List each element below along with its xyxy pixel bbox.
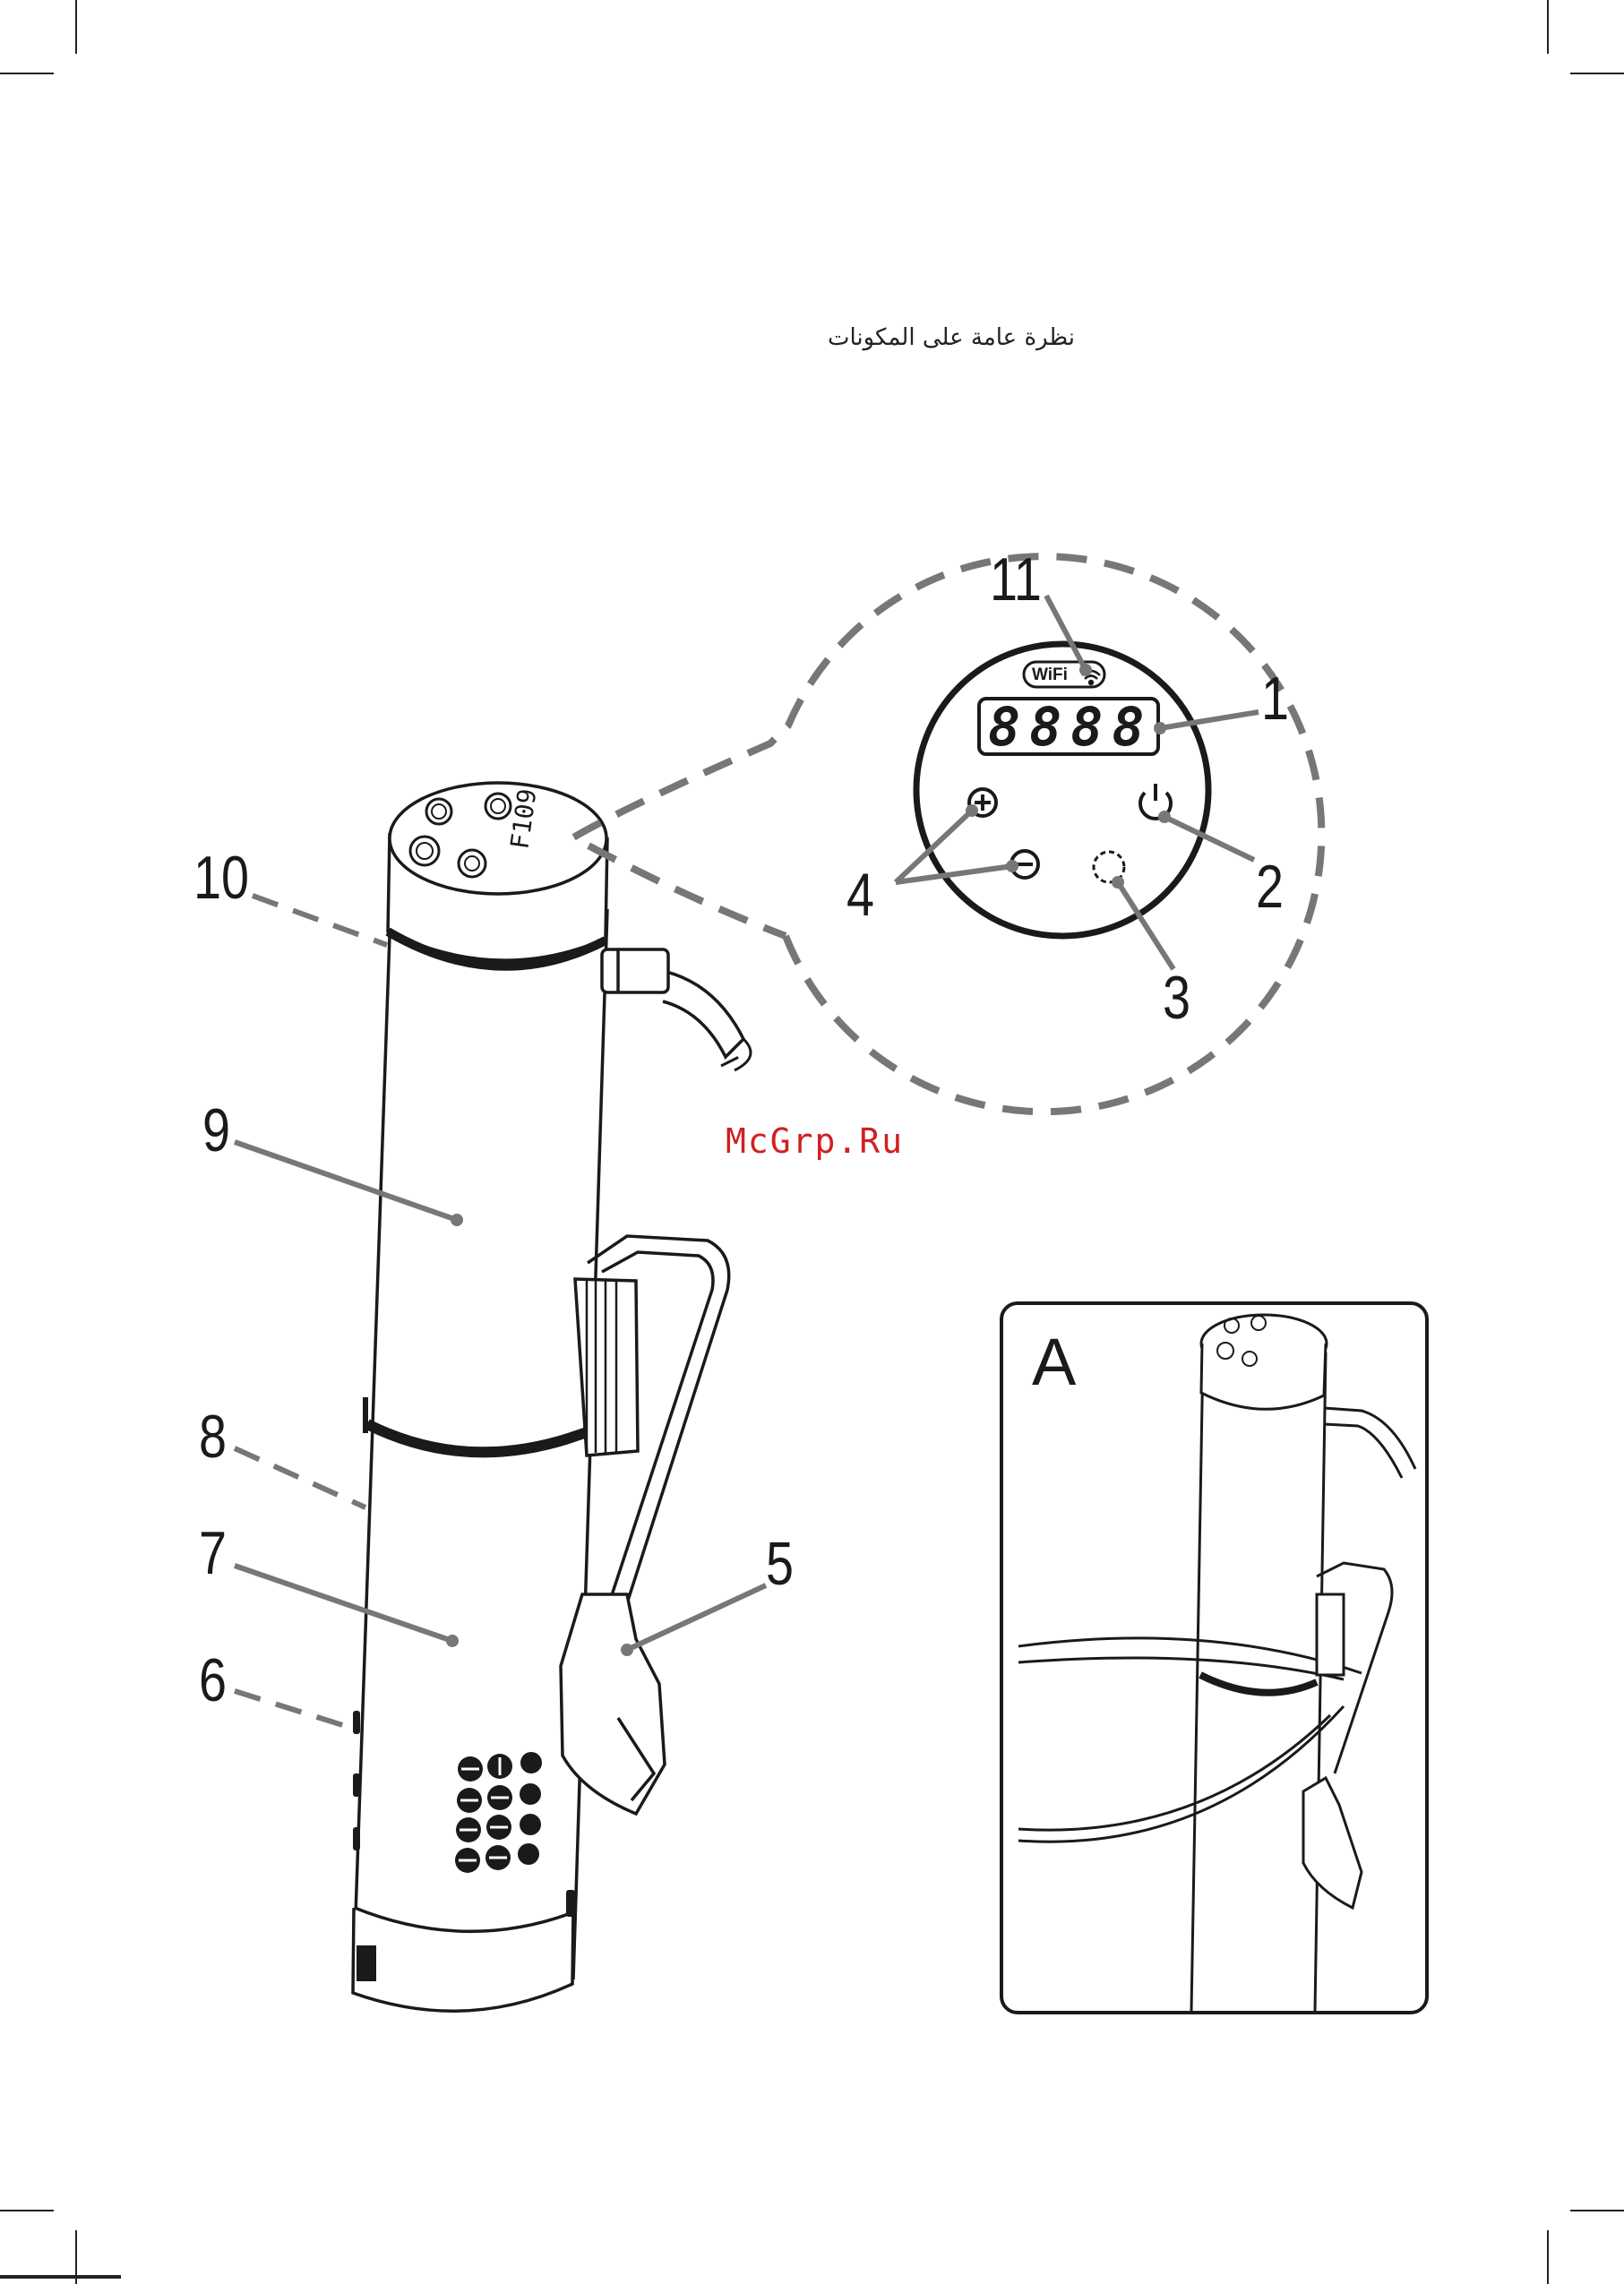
inset-frame bbox=[1001, 1303, 1427, 2013]
callout-2: 2 bbox=[1256, 856, 1284, 917]
wifi-label: WiFi bbox=[1032, 666, 1068, 683]
callout-4: 4 bbox=[846, 864, 874, 925]
callout-3: 3 bbox=[1163, 967, 1190, 1028]
watermark: McGrp.Ru bbox=[726, 1121, 904, 1161]
callout-11: 11 bbox=[990, 549, 1042, 610]
callout-5: 5 bbox=[766, 1533, 794, 1594]
pot-clip bbox=[561, 1236, 729, 1814]
callout-10: 10 bbox=[193, 847, 249, 908]
keypad bbox=[353, 1711, 575, 1917]
middle-band bbox=[365, 1397, 596, 1452]
power-cable bbox=[602, 949, 751, 1070]
callout-7: 7 bbox=[199, 1523, 227, 1584]
lcd-display: 8888 bbox=[988, 700, 1154, 754]
callout-9: 9 bbox=[202, 1100, 230, 1161]
callout-8: 8 bbox=[199, 1406, 227, 1467]
control-cap: F109 bbox=[388, 783, 607, 966]
inset-label: A bbox=[1032, 1329, 1076, 1395]
sous-vide-body bbox=[353, 909, 607, 2011]
callout-1: 1 bbox=[1261, 668, 1289, 729]
dashed-leader-lines bbox=[235, 896, 387, 1729]
page-heading: نظرة عامة على المكونات bbox=[806, 324, 1075, 351]
callout-6: 6 bbox=[199, 1650, 227, 1711]
control-panel-zoom bbox=[916, 644, 1208, 936]
